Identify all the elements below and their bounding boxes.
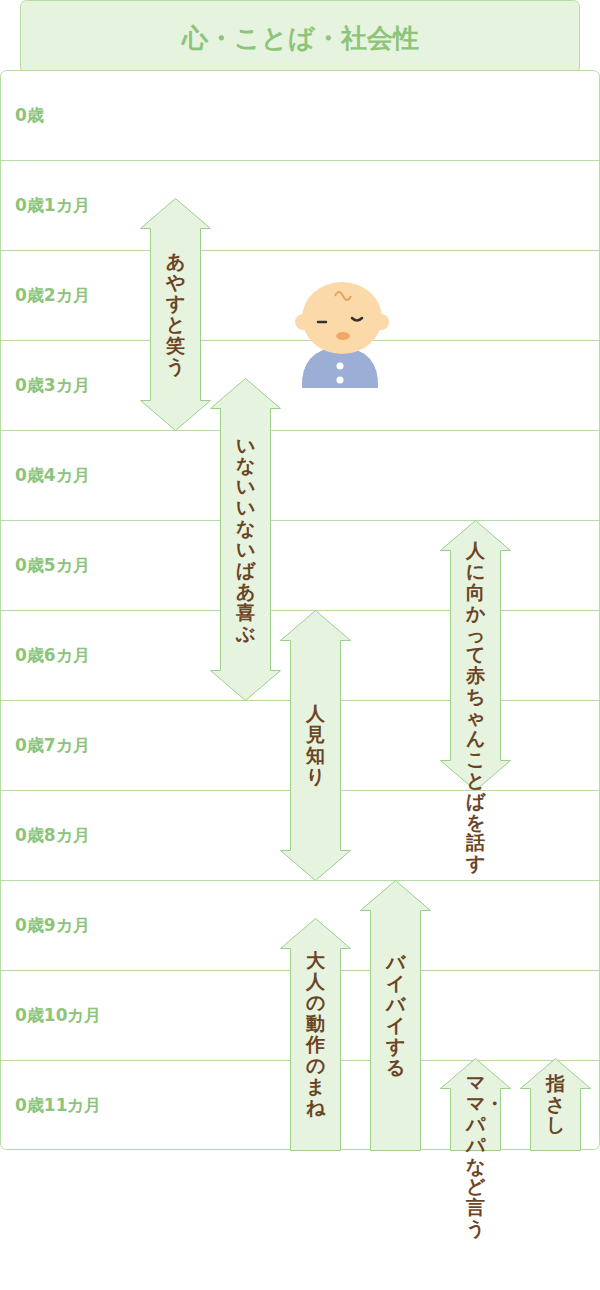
age-label: 0歳5カ月 bbox=[15, 557, 90, 574]
age-label: 0歳2カ月 bbox=[15, 287, 90, 304]
baby-illustration bbox=[295, 282, 389, 388]
age-label: 0歳8カ月 bbox=[15, 827, 90, 844]
row-lines bbox=[0, 161, 600, 1061]
milestone-text: 人見知り bbox=[306, 703, 325, 787]
age-label: 0歳11カ月 bbox=[15, 1097, 102, 1114]
age-label: 0歳1カ月 bbox=[15, 197, 90, 214]
arrow-outline bbox=[281, 611, 351, 881]
milestone-arrow: 指さし bbox=[520, 1058, 590, 1150]
arrow-outline bbox=[361, 881, 431, 1151]
milestone-text: いないいないばあ喜ぶ bbox=[236, 435, 255, 644]
milestone-arrow: 人に向かって赤ちゃんことばを話す bbox=[440, 520, 510, 790]
table-frame bbox=[1, 71, 600, 1150]
age-label: 0歳4カ月 bbox=[15, 467, 90, 484]
age-label: 0歳9カ月 bbox=[15, 917, 90, 934]
milestone-arrow: あやすと笑う bbox=[140, 198, 210, 430]
milestone-arrow: ママ・パパなど言う bbox=[440, 1058, 510, 1150]
milestone-arrow: 人見知り bbox=[280, 610, 350, 880]
milestone-text: あやすと笑う bbox=[166, 251, 185, 376]
title-tab bbox=[21, 1, 580, 73]
milestone-text: ママ・パパなど言う bbox=[466, 1072, 485, 1239]
age-label: 0歳3カ月 bbox=[15, 377, 90, 394]
milestone-arrow: バイバイする bbox=[360, 880, 430, 1150]
milestone-text: 指さし bbox=[546, 1073, 565, 1136]
arrow-outline bbox=[211, 379, 281, 701]
milestone-arrow: 大人の動作のまね bbox=[280, 918, 350, 1150]
age-label: 0歳7カ月 bbox=[15, 737, 90, 754]
arrow-outline bbox=[141, 199, 211, 431]
milestone-text: 人に向かって赤ちゃんことばを話す bbox=[466, 540, 485, 874]
age-label: 0歳10カ月 bbox=[15, 1007, 102, 1024]
diagram-title: 心・ことば・社会性 bbox=[182, 21, 419, 56]
milestone-text: バイバイする bbox=[386, 952, 405, 1077]
age-label: 0歳 bbox=[15, 107, 44, 124]
milestone-text: 大人の動作のまね bbox=[306, 950, 325, 1117]
milestone-arrow: いないいないばあ喜ぶ bbox=[210, 378, 280, 700]
arrow-outline bbox=[521, 1059, 591, 1151]
arrow-outline bbox=[281, 919, 351, 1151]
age-label: 0歳6カ月 bbox=[15, 647, 90, 664]
